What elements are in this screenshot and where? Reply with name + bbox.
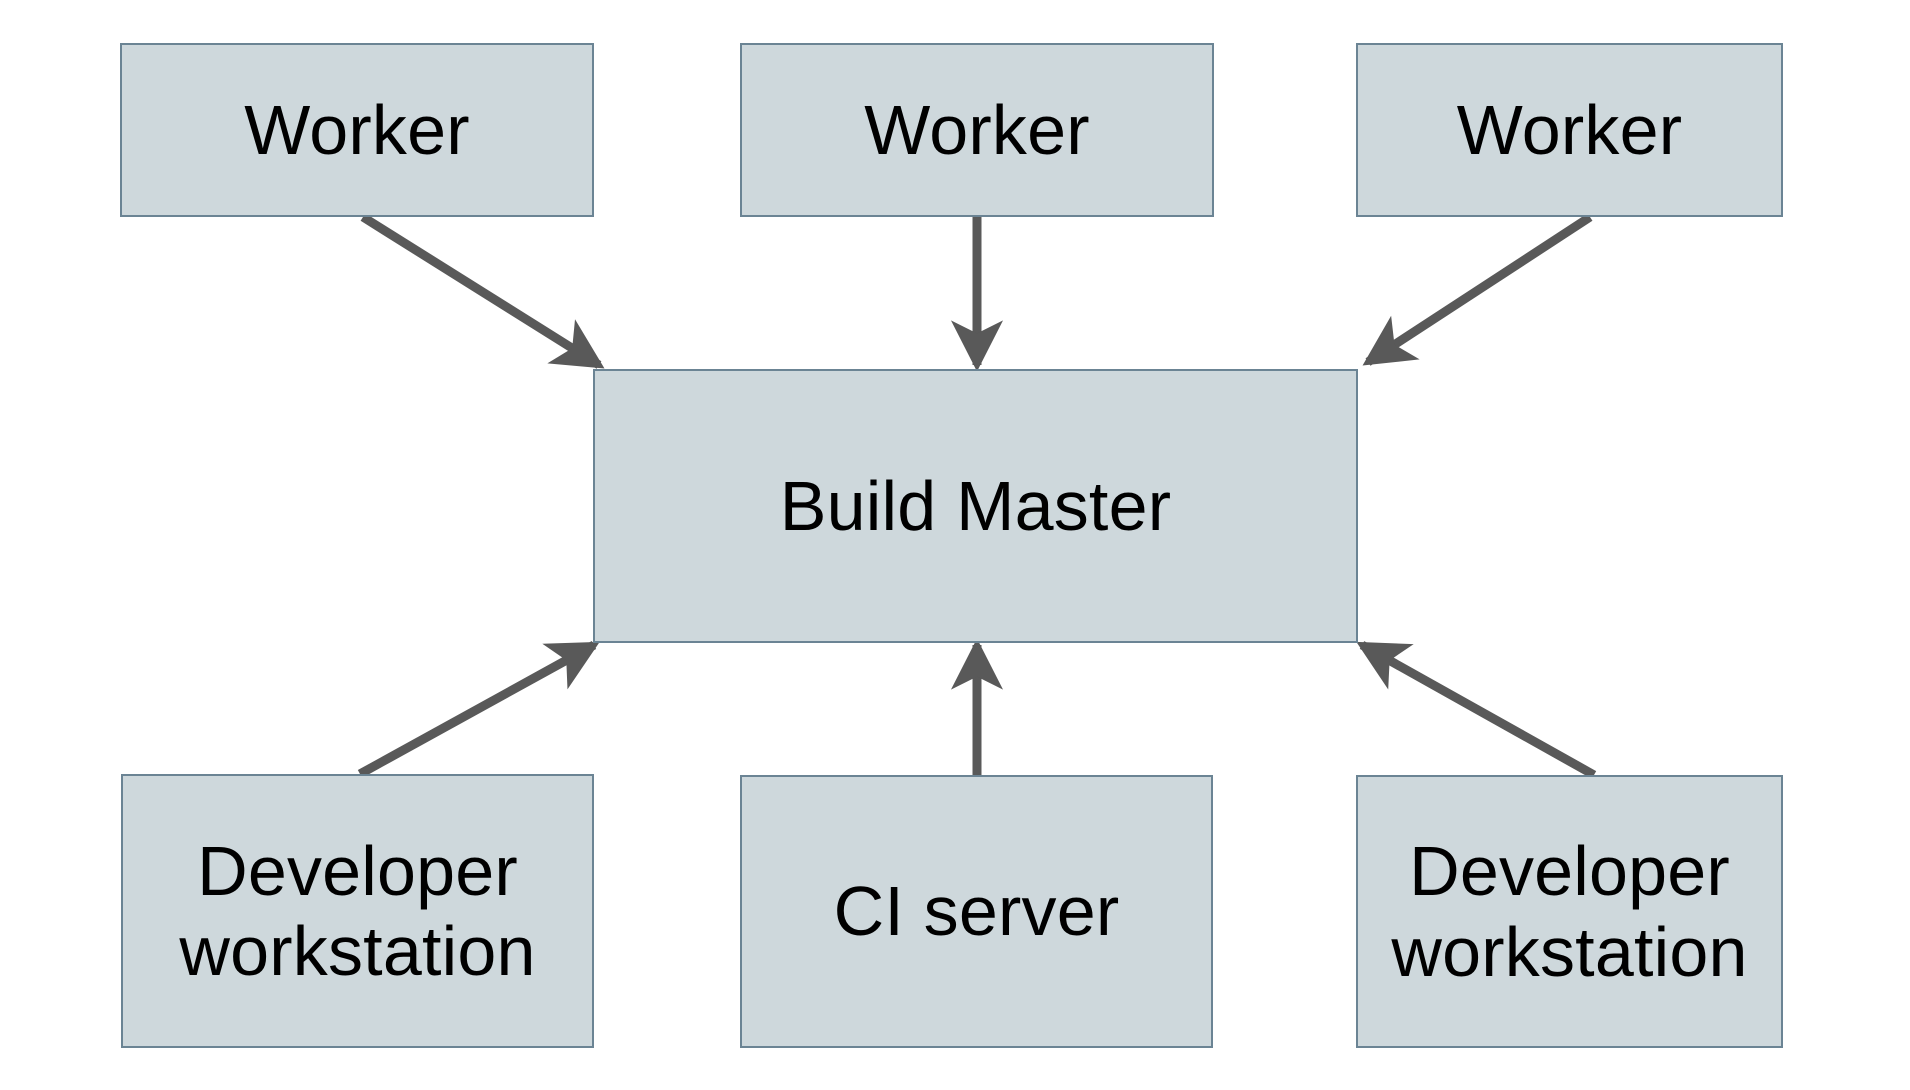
- edge-worker-1-to-build-master: [360, 213, 605, 369]
- node-worker-3[interactable]: Worker: [1356, 43, 1783, 217]
- node-ci-server[interactable]: CI server: [740, 775, 1213, 1048]
- node-ci-server-label: CI server: [833, 872, 1120, 951]
- node-worker-1-label: Worker: [244, 90, 470, 169]
- node-dev-workstation-left[interactable]: Developer workstation: [121, 774, 594, 1048]
- edge-worker-3-to-build-master: [1362, 213, 1593, 366]
- edge-dev-workstation-left-to-build-master: [357, 641, 600, 778]
- node-dev-workstation-right-label: Developer workstation: [1391, 832, 1748, 991]
- node-build-master-label: Build Master: [779, 466, 1172, 545]
- node-worker-2-label: Worker: [864, 90, 1090, 169]
- node-dev-workstation-left-label: Developer workstation: [179, 831, 536, 991]
- node-worker-2[interactable]: Worker: [740, 43, 1214, 217]
- node-worker-1[interactable]: Worker: [120, 43, 594, 217]
- node-dev-workstation-right[interactable]: Developer workstation: [1356, 775, 1783, 1048]
- node-worker-3-label: Worker: [1456, 90, 1683, 169]
- node-build-master[interactable]: Build Master: [593, 369, 1358, 643]
- edge-dev-workstation-right-to-build-master: [1356, 641, 1597, 779]
